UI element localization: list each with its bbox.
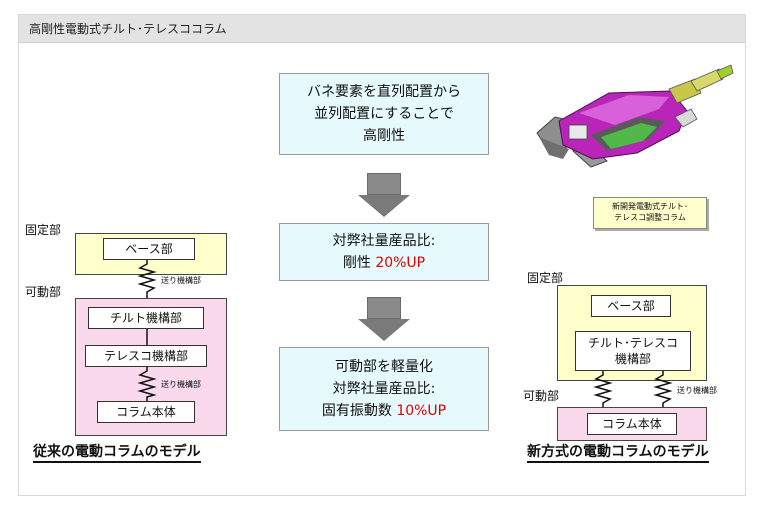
page-title: 高剛性電動式チルト･テレスココラム xyxy=(19,15,745,43)
caption-line: 新開発電動式チルト･ xyxy=(612,202,688,211)
steering-column-illustration xyxy=(536,64,734,168)
right-model-title: 新方式の電動コラムのモデル xyxy=(527,443,709,463)
summary-line: バネ要素を直列配置から xyxy=(307,84,461,100)
right-fixed-label: 固定部 xyxy=(527,271,564,285)
summary-line: 固有振動数 10%UP xyxy=(322,400,446,422)
summary-box-rigidity: 対弊社量産品比: 剛性 20%UP xyxy=(279,223,489,281)
summary-line: 剛性 20%UP xyxy=(343,252,425,274)
summary-line: 高剛性 xyxy=(363,128,405,144)
right-slip-label: 送り機構部 xyxy=(677,386,717,395)
summary-box-high-rigidity: バネ要素を直列配置から 並列配置にすることで 高剛性 xyxy=(279,73,489,155)
figure-frame: 高剛性電動式チルト･テレスココラム バネ要素を直列配置から 並列配置にすることで… xyxy=(18,14,746,496)
left-slip-label-1: 送り機構部 xyxy=(161,276,201,285)
right-movable-label: 可動部 xyxy=(523,389,560,403)
product-caption: 新開発電動式チルト･ テレスコ調整コラム xyxy=(593,197,707,229)
left-fixed-label: 固定部 xyxy=(25,223,62,237)
right-column-block: コラム本体 xyxy=(587,413,677,435)
down-arrow-1-icon xyxy=(358,195,410,217)
frequency-label: 固有振動数 xyxy=(321,403,397,419)
left-telesco-block: テレスコ機構部 xyxy=(85,345,207,367)
summary-line: 可動部を軽量化 xyxy=(335,359,433,375)
right-spring-icon-left xyxy=(593,371,613,407)
left-model-title: 従来の電動コラムのモデル xyxy=(33,443,201,463)
left-connector-line xyxy=(146,329,148,345)
left-spring-icon-2 xyxy=(137,367,157,401)
block-line: チルト･テレスコ xyxy=(587,336,678,350)
summary-line: 並列配置にすることで xyxy=(314,106,454,122)
right-tilt-telesco-block: チルト･テレスコ 機構部 xyxy=(575,331,691,371)
caption-line: テレスコ調整コラム xyxy=(614,213,686,222)
block-line: 機構部 xyxy=(614,352,651,366)
summary-line: 対弊社量産品比: xyxy=(332,233,436,249)
down-arrow-2-shaft xyxy=(367,297,401,319)
down-arrow-2-icon xyxy=(358,319,410,341)
left-slip-label-2: 送り機構部 xyxy=(161,380,201,389)
left-base-block: ベース部 xyxy=(103,238,195,260)
left-column-block: コラム本体 xyxy=(97,401,195,423)
summary-box-natural-frequency: 可動部を軽量化 対弊社量産品比: 固有振動数 10%UP xyxy=(279,347,489,431)
down-arrow-1-shaft xyxy=(367,173,401,195)
frequency-value: 10%UP xyxy=(396,403,447,419)
left-tilt-block: チルト機構部 xyxy=(88,307,204,329)
summary-line: 対弊社量産品比: xyxy=(332,381,436,397)
left-spring-icon-1 xyxy=(137,260,157,298)
right-spring-icon-right xyxy=(653,371,673,407)
rigidity-value: 20%UP xyxy=(375,255,426,271)
right-base-block: ベース部 xyxy=(591,295,671,317)
rigidity-label: 剛性 xyxy=(342,255,376,271)
left-movable-label: 可動部 xyxy=(25,285,62,299)
